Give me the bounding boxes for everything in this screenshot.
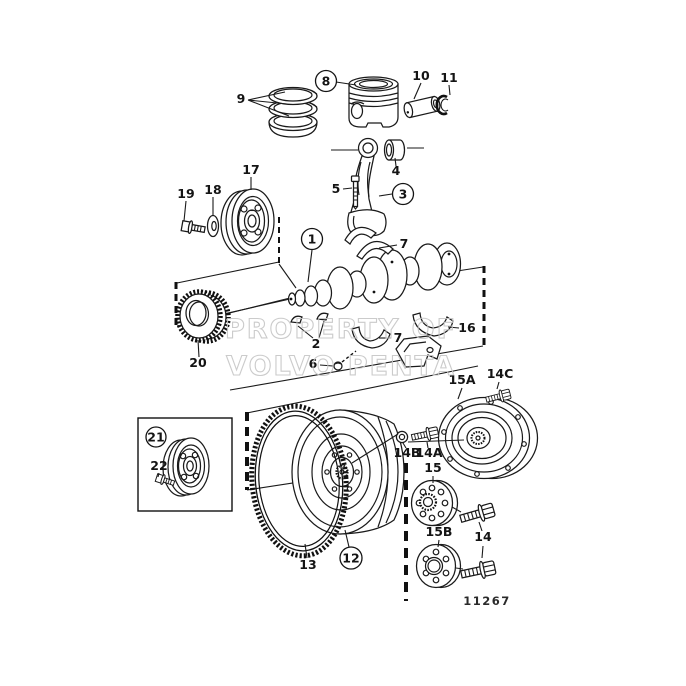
callout-label-7-lower: 7 (394, 330, 403, 345)
crankshaft-drawing (287, 242, 462, 310)
callout-label-22: 22 (150, 458, 167, 473)
upper-bearing-shells-drawing (344, 226, 394, 260)
callout-label-9: 9 (237, 91, 246, 106)
watermark-line-2: VOLVO PENTA (226, 351, 456, 382)
callout-12: 12 (339, 546, 363, 570)
callout-label-15a: 15A (448, 372, 475, 387)
callouts: 8 9 10 11 4 3 5 17 18 19 1 7 16 7 2 6 20… (145, 68, 514, 572)
callout-8: 8 (314, 69, 338, 93)
hub-drawing (410, 479, 459, 527)
thrust-bearing-shell-drawing (412, 312, 454, 337)
spacer-drawing (415, 543, 462, 589)
washer-14b-drawing (395, 430, 409, 444)
callout-3: 3 (391, 182, 415, 206)
callout-label-13: 13 (299, 557, 316, 572)
callout-label-5: 5 (332, 181, 341, 196)
callout-label-6: 6 (309, 356, 318, 371)
callout-label-10: 10 (412, 68, 430, 83)
circlip-drawing (435, 94, 449, 116)
inset-box (137, 417, 233, 512)
flywheel-bolt-upper-drawing (459, 502, 496, 524)
inset-bolt-drawing (154, 473, 176, 486)
piston-pin-drawing (403, 95, 441, 119)
callout-label-17: 17 (242, 162, 259, 177)
bolt-14c-drawing (485, 388, 512, 403)
woodruff-keys-drawing (290, 312, 329, 324)
flywheel-drawing (291, 409, 405, 535)
ring-gear-drawing (249, 403, 349, 559)
piston-rings-drawing (268, 86, 318, 138)
callout-label-12: 12 (342, 551, 359, 566)
callout-label-2: 2 (312, 336, 321, 351)
plug-drawing (333, 350, 357, 371)
inset-pulley-drawing (162, 437, 210, 497)
timing-gear-drawing (175, 289, 231, 344)
callout-21: 21 (145, 426, 167, 448)
callout-label-21: 21 (147, 430, 164, 445)
lower-bearing-shells-drawing (351, 326, 442, 368)
callout-label-7-upper: 7 (400, 236, 409, 251)
callout-label-1: 1 (308, 232, 317, 247)
callout-label-20: 20 (189, 355, 207, 370)
callout-label-15b: 15B (426, 524, 453, 539)
callout-label-18: 18 (204, 182, 221, 197)
callout-label-14: 14 (474, 529, 492, 544)
pulley-bolt-drawing (180, 220, 206, 234)
callout-label-19: 19 (177, 186, 194, 201)
callout-label-11: 11 (440, 70, 457, 85)
callout-label-14a: 14A (415, 445, 442, 460)
callout-label-14c: 14C (487, 366, 514, 381)
watermark-line-1: PROPERTY OF (225, 314, 457, 345)
piston-drawing (348, 76, 399, 128)
callout-1: 1 (300, 227, 324, 251)
bolt-14a-drawing (410, 426, 440, 441)
callout-label-15: 15 (424, 460, 441, 475)
rod-bolt-drawing (350, 175, 360, 210)
callout-label-14b: 14B (394, 445, 421, 460)
bushing-drawing (383, 139, 406, 161)
leader-lines (157, 81, 500, 570)
drawing-number: 11267 (463, 594, 511, 608)
callout-label-16: 16 (458, 320, 476, 335)
pulley-drawing (220, 188, 275, 256)
flywheel-bolt-lower-drawing (459, 560, 497, 579)
alignment-dashed-lines (174, 217, 486, 601)
watermark: PROPERTY OF VOLVO PENTA (224, 313, 457, 382)
washer-drawing (206, 214, 220, 238)
callout-label-4: 4 (392, 163, 401, 178)
callout-label-8: 8 (322, 74, 331, 89)
cover-plate-drawing (437, 396, 539, 480)
callout-label-3: 3 (399, 187, 408, 202)
